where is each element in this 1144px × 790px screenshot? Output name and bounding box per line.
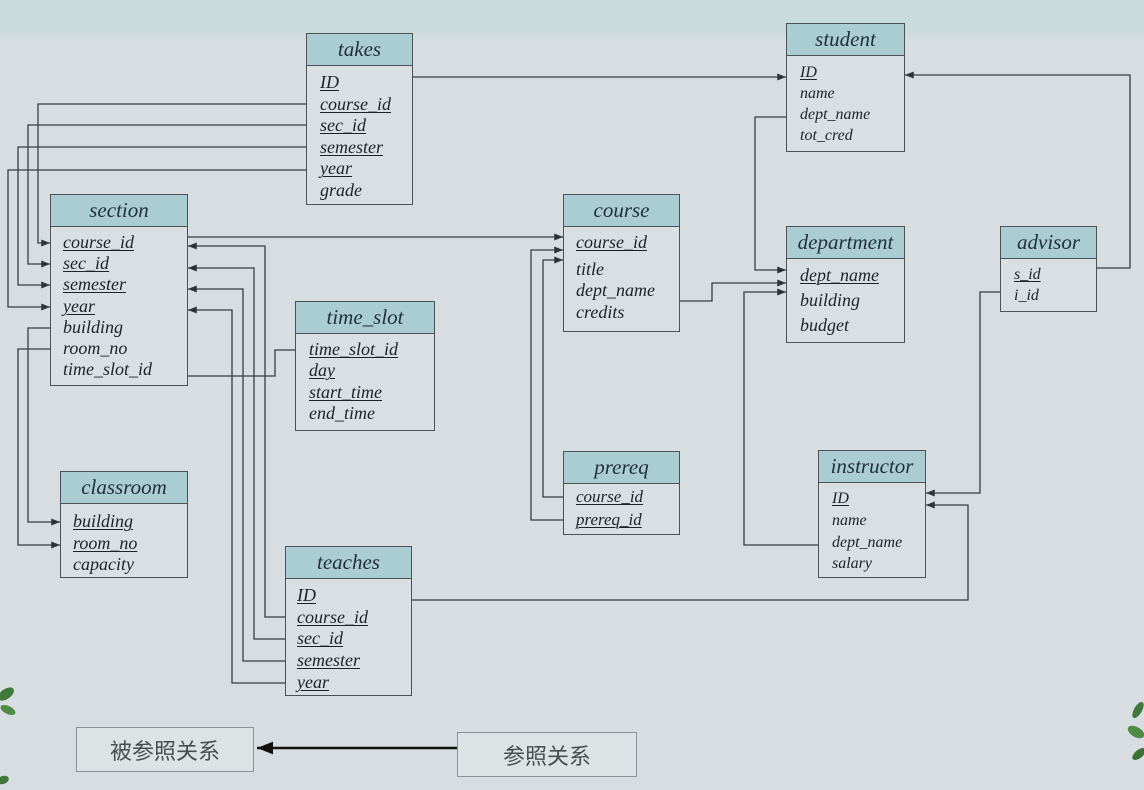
- table-department: department dept_name building budget: [786, 226, 905, 343]
- student-dept-name-to-department-arrow: [754, 116, 786, 274]
- takes-course-id-attribute: course_id: [320, 93, 391, 114]
- instructor-id-attribute: ID: [832, 490, 849, 507]
- teaches-year-to-section-arrow: [188, 306, 285, 684]
- section-year-attribute: year: [63, 295, 95, 316]
- takes-semester-attribute: semester: [320, 136, 383, 157]
- table-title-instructor: instructor: [819, 451, 925, 483]
- teaches-id-attribute: ID: [297, 585, 316, 605]
- section-building-attribute: building: [63, 316, 124, 337]
- section-semester-attribute: semester: [63, 274, 126, 295]
- section-room-no-attribute: room_no: [63, 337, 128, 358]
- student-name-attribute: name: [800, 85, 835, 102]
- table-teaches: teaches ID course_id sec_id semester yea…: [285, 546, 412, 696]
- teaches-semester-attribute: semester: [297, 650, 360, 671]
- student-id-attribute: ID: [800, 64, 817, 81]
- takes-id-attribute: ID: [320, 72, 339, 92]
- table-title-department: department: [787, 227, 904, 259]
- legend-referencing-label: 参照关系: [502, 744, 591, 770]
- table-title-course: course: [564, 195, 679, 227]
- attribute-list-section: course_id sec_id semester year building …: [51, 227, 187, 380]
- prereq-prereq-id-attribute: prereq_id: [576, 510, 642, 529]
- instructor-dept-name-attribute: dept_name: [832, 533, 903, 551]
- legend-referencing-box: 参照关系: [457, 732, 637, 777]
- instructor-salary-attribute: salary: [832, 555, 872, 573]
- section-time-slot-id-to-time-slot-line: [188, 349, 295, 377]
- table-prereq: prereq course_id prereq_id: [563, 451, 680, 535]
- attribute-list-takes: ID course_id sec_id semester year grade: [307, 66, 412, 201]
- teaches-course-id-to-section-arrow: [188, 242, 285, 618]
- table-title-takes: takes: [307, 34, 412, 66]
- table-time-slot: time_slot time_slot_id day start_time en…: [295, 301, 435, 431]
- department-budget-attribute: budget: [800, 315, 849, 335]
- teaches-sec-id-attribute: sec_id: [297, 628, 343, 649]
- course-dept-name-attribute: dept_name: [576, 280, 655, 300]
- section-sec-id-attribute: sec_id: [63, 253, 109, 274]
- table-advisor: advisor s_id i_id: [1000, 226, 1097, 312]
- teaches-course-id-attribute: course_id: [297, 606, 368, 627]
- attribute-list-advisor: s_id i_id: [1001, 259, 1096, 306]
- department-building-attribute: building: [800, 290, 861, 310]
- attribute-list-course: course_id title dept_name credits: [564, 227, 679, 323]
- table-title-advisor: advisor: [1001, 227, 1096, 259]
- top-band: [0, 0, 1144, 40]
- table-classroom: classroom building room_no capacity: [60, 471, 188, 578]
- time-slot-end-time-attribute: end_time: [309, 402, 375, 423]
- takes-year-attribute: year: [320, 158, 352, 178]
- student-tot-cred-attribute: tot_cred: [800, 127, 853, 144]
- attribute-list-prereq: course_id prereq_id: [564, 484, 679, 531]
- prereq-prereq-id-to-course-arrow: [530, 246, 563, 521]
- time-slot-day-attribute: day: [309, 360, 335, 381]
- advisor-i-id-to-instructor-id-arrow: [926, 291, 1000, 497]
- takes-grade-attribute: grade: [320, 179, 362, 200]
- department-dept-name-attribute: dept_name: [800, 265, 879, 285]
- attribute-list-department: dept_name building budget: [787, 259, 904, 338]
- course-course-id-attribute: course_id: [576, 232, 647, 252]
- section-time-slot-id-attribute: time_slot_id: [63, 359, 152, 380]
- classroom-capacity-attribute: capacity: [73, 554, 134, 574]
- classroom-room-no-attribute: room_no: [73, 532, 138, 553]
- teaches-sec-id-to-section-arrow: [188, 264, 285, 640]
- attribute-list-teaches: ID course_id sec_id semester year: [286, 579, 411, 693]
- attribute-list-classroom: building room_no capacity: [61, 504, 187, 576]
- course-dept-name-to-department-arrow: [680, 279, 786, 302]
- prereq-course-id-attribute: course_id: [576, 487, 644, 506]
- section-course-id-attribute: course_id: [63, 232, 134, 252]
- table-course: course course_id title dept_name credits: [563, 194, 680, 332]
- table-title-teaches: teaches: [286, 547, 411, 579]
- table-title-section: section: [51, 195, 187, 227]
- table-title-time-slot: time_slot: [296, 302, 434, 334]
- table-title-classroom: classroom: [61, 472, 187, 504]
- table-instructor: instructor ID name dept_name salary: [818, 450, 926, 578]
- takes-sec-id-attribute: sec_id: [320, 115, 366, 135]
- student-dept-name-attribute: dept_name: [800, 106, 871, 123]
- leaf-icon: [0, 687, 16, 785]
- attribute-list-time-slot: time_slot_id day start_time end_time: [296, 334, 434, 424]
- time-slot-start-time-attribute: start_time: [309, 381, 383, 402]
- teaches-year-attribute: year: [297, 671, 329, 692]
- instructor-name-attribute: name: [832, 511, 867, 529]
- attribute-list-instructor: ID name dept_name salary: [819, 483, 925, 575]
- time-slot-time-slot-id-attribute: time_slot_id: [309, 339, 398, 359]
- table-takes: takes ID course_id sec_id semester year …: [306, 33, 413, 205]
- classroom-building-attribute: building: [73, 511, 134, 531]
- advisor-i-id-attribute: i_id: [1014, 287, 1039, 304]
- course-credits-attribute: credits: [576, 301, 625, 322]
- leaf-icon: [1127, 701, 1144, 760]
- course-title-attribute: title: [576, 258, 604, 279]
- table-section: section course_id sec_id semester year b…: [50, 194, 188, 386]
- legend-referenced-box: 被参照关系: [76, 727, 254, 772]
- table-title-prereq: prereq: [564, 452, 679, 484]
- attribute-list-student: ID name dept_name tot_cred: [787, 56, 904, 146]
- prereq-course-id-to-course-arrow: [542, 256, 563, 498]
- table-title-student: student: [787, 24, 904, 56]
- teaches-semester-to-section-arrow: [188, 285, 285, 662]
- table-student: student ID name dept_name tot_cred: [786, 23, 905, 152]
- advisor-s-id-attribute: s_id: [1014, 266, 1041, 283]
- legend-referenced-label: 被参照关系: [109, 739, 220, 765]
